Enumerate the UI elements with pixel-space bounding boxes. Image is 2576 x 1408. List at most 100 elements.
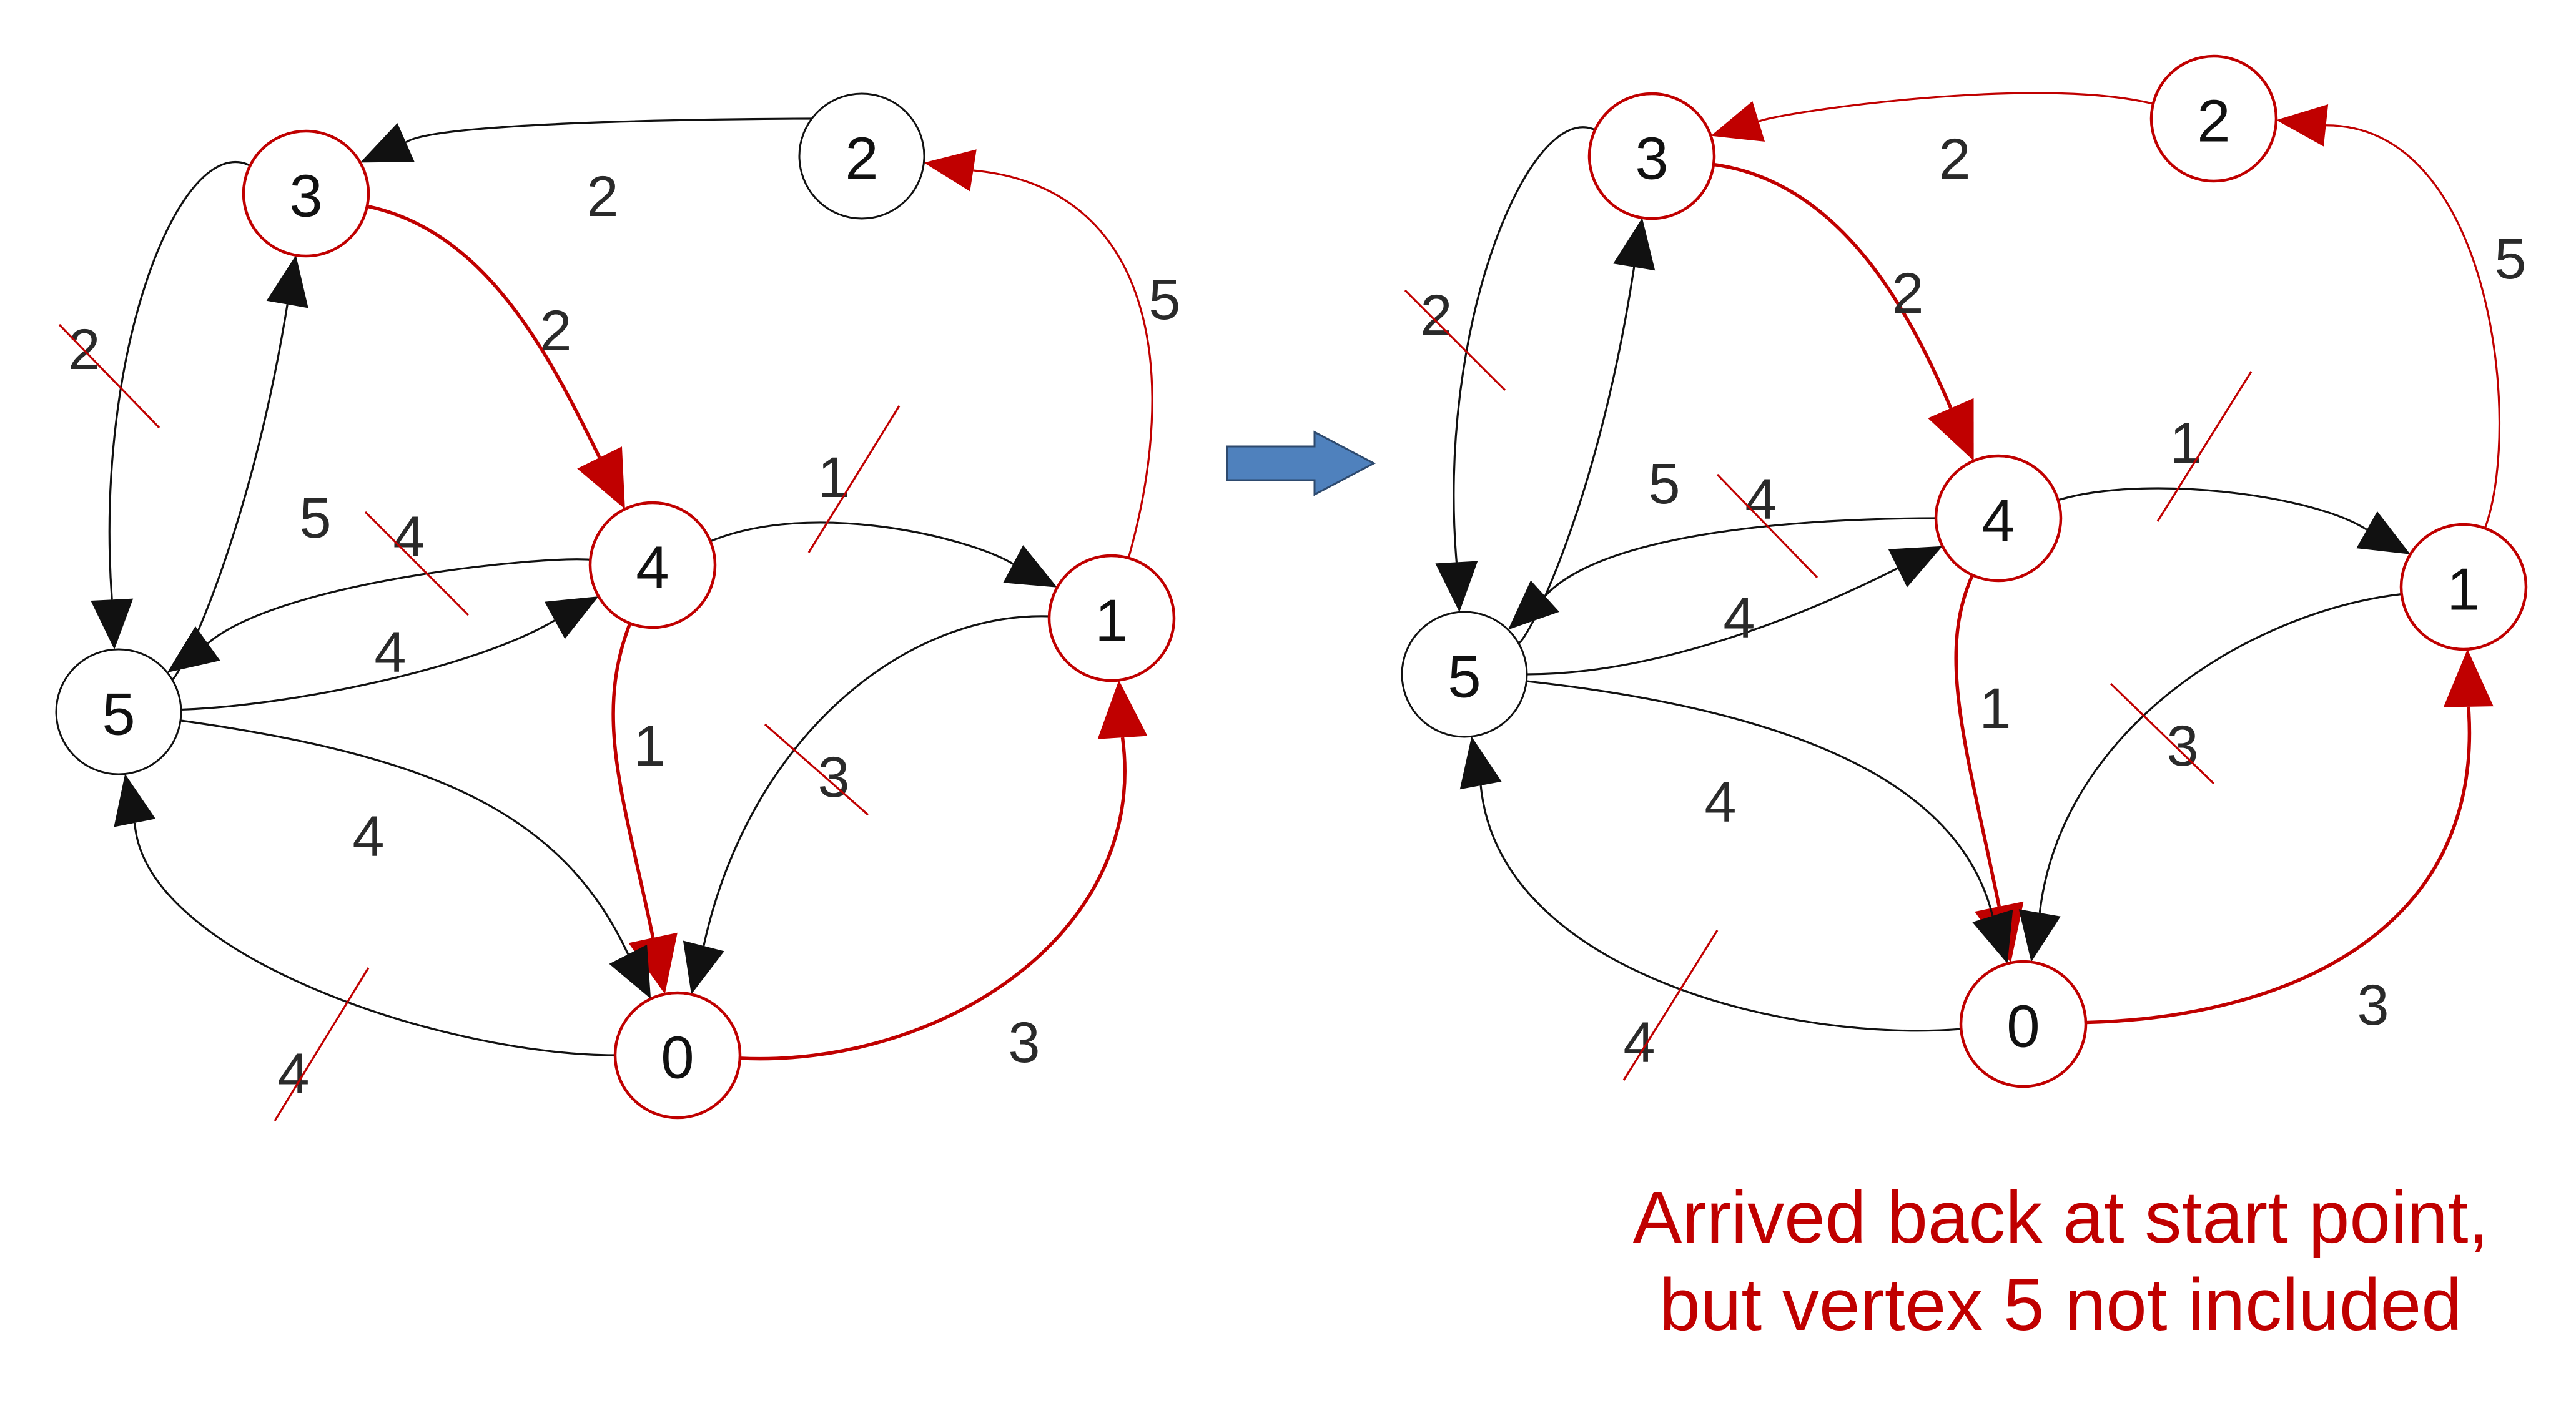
edge-5-to-0: 4 xyxy=(1526,680,2013,964)
edge-weight-label: 2 xyxy=(586,165,618,229)
edge-weight-label: 5 xyxy=(299,486,331,550)
arrowhead xyxy=(1613,217,1656,271)
vertex-1: 1 xyxy=(2399,523,2528,651)
vertex-label: 2 xyxy=(845,126,878,192)
edge-weight-label: 1 xyxy=(2169,411,2201,475)
edge-line xyxy=(973,169,1153,559)
edge-weight-label: 4 xyxy=(1723,586,1755,650)
edge-0-to-1: 3 xyxy=(739,680,1148,1075)
edge-weight-label: 4 xyxy=(393,505,425,569)
arrowhead xyxy=(1003,545,1057,588)
edge-weight-label: 2 xyxy=(540,299,571,363)
edge-weight-label: 4 xyxy=(1704,770,1736,834)
strikethrough-mark xyxy=(364,511,470,616)
arrowhead xyxy=(683,940,724,995)
edge-4-to-1: 1 xyxy=(2058,371,2411,554)
edge-1-to-0: 3 xyxy=(683,615,1050,995)
edge-weight-label: 4 xyxy=(1745,468,1777,531)
edge-0-to-5: 4 xyxy=(1459,736,1962,1081)
vertex-circle xyxy=(2399,523,2528,651)
vertex-3: 3 xyxy=(242,129,370,258)
arrowhead xyxy=(360,123,415,163)
edge-line xyxy=(1954,574,2001,907)
edge-weight-label: 3 xyxy=(817,746,849,809)
edge-5-to-3: 5 xyxy=(171,255,332,681)
arrowhead xyxy=(167,626,220,673)
edge-line xyxy=(2326,124,2500,529)
edge-line xyxy=(1526,567,1898,676)
edge-5-to-4: 4 xyxy=(1526,546,1943,676)
edge-3-to-5: 2 xyxy=(58,160,251,650)
vertex-label: 5 xyxy=(1448,644,1481,711)
strikethrough-mark xyxy=(274,967,370,1121)
vertex-2: 2 xyxy=(2149,54,2278,183)
edge-line xyxy=(108,160,251,600)
vertex-circle xyxy=(613,991,742,1120)
edge-line xyxy=(709,521,1014,565)
arrowhead xyxy=(2443,649,2494,707)
edge-4-to-5: 4 xyxy=(1508,468,1937,630)
vertex-label: 2 xyxy=(2197,88,2230,155)
arrowhead xyxy=(1459,736,1502,790)
edge-weight-label: 5 xyxy=(1648,452,1680,516)
caption-line-1: Arrived back at start point, xyxy=(1633,1176,2489,1259)
vertex-label: 0 xyxy=(661,1025,694,1091)
edge-1-to-2: 5 xyxy=(924,149,1181,559)
edge-weight-label: 2 xyxy=(1420,283,1452,347)
edge-0-to-5: 4 xyxy=(114,774,616,1121)
vertex-circle xyxy=(798,92,925,220)
vertex-circle xyxy=(1047,554,1176,682)
caption-line-2: but vertex 5 not included xyxy=(1659,1264,2462,1346)
vertex-circle xyxy=(2149,54,2278,183)
edge-weight-label: 4 xyxy=(1623,1011,1655,1075)
edge-line xyxy=(1713,162,1953,409)
vertex-5: 5 xyxy=(55,648,182,775)
vertex-label: 0 xyxy=(2006,993,2040,1060)
vertex-0: 0 xyxy=(1959,960,2088,1088)
edge-weight-label: 3 xyxy=(2357,973,2389,1037)
vertex-label: 1 xyxy=(2447,556,2480,623)
vertex-label: 4 xyxy=(1981,488,2015,554)
edge-1-to-0: 3 xyxy=(2018,593,2402,962)
vertex-circle xyxy=(1401,611,1528,738)
edge-line xyxy=(405,117,812,144)
vertex-circle xyxy=(242,129,370,258)
edge-weight-label: 4 xyxy=(374,621,406,684)
arrowhead xyxy=(2018,909,2061,962)
arrowhead xyxy=(2356,511,2411,554)
arrowhead xyxy=(91,598,134,650)
arrowhead xyxy=(609,944,651,999)
edge-5-to-3: 5 xyxy=(1517,217,1680,644)
vertex-circle xyxy=(55,648,182,775)
edge-2-to-3: 2 xyxy=(1710,92,2154,191)
vertex-3: 3 xyxy=(1587,92,1716,220)
edge-3-to-4: 2 xyxy=(367,204,625,510)
arrowhead xyxy=(1972,909,2013,964)
strikethrough-mark xyxy=(807,405,901,553)
edge-line xyxy=(2085,706,2472,1025)
edge-line xyxy=(134,822,616,1056)
arrowhead xyxy=(577,446,625,510)
edge-5-to-4: 4 xyxy=(180,596,599,711)
vertex-label: 5 xyxy=(102,681,135,748)
edge-line xyxy=(180,619,556,711)
edge-weight-label: 1 xyxy=(633,714,665,778)
strikethrough-mark xyxy=(2156,371,2253,522)
vertex-label: 4 xyxy=(636,534,669,601)
strikethrough-mark xyxy=(2110,682,2215,785)
arrowhead xyxy=(924,149,977,192)
edge-line xyxy=(703,615,1050,947)
vertex-4: 4 xyxy=(588,501,717,629)
edge-2-to-3: 2 xyxy=(360,117,812,229)
edge-weight-label: 4 xyxy=(352,805,384,869)
arrowhead xyxy=(1710,101,1765,142)
arrowhead xyxy=(266,255,308,308)
vertex-label: 1 xyxy=(1095,588,1128,654)
edge-line xyxy=(367,204,601,459)
edge-weight-label: 2 xyxy=(1938,127,1970,191)
strikethrough-mark xyxy=(1716,473,1818,579)
edge-4-to-1: 1 xyxy=(709,405,1057,588)
